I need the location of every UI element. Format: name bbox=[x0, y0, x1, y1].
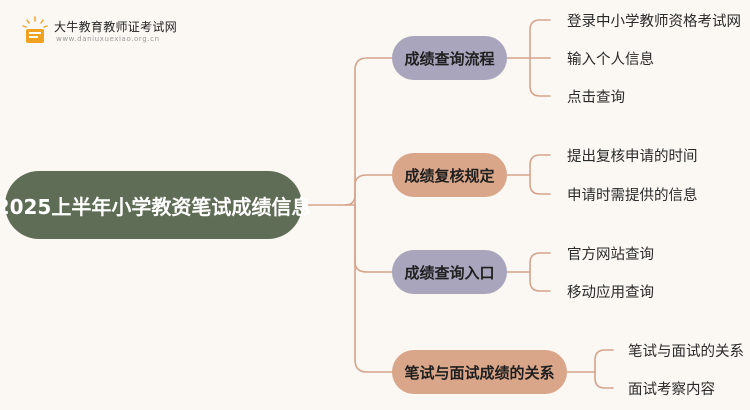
branch-written-interview-relation[interactable]: 笔试与面试成绩的关系 bbox=[392, 350, 567, 394]
leaf-review-info[interactable]: 申请时需提供的信息 bbox=[567, 188, 698, 204]
leaf-enter-info[interactable]: 输入个人信息 bbox=[567, 52, 654, 68]
spine-vertical bbox=[339, 57, 393, 206]
leaf-interview-content[interactable]: 面试考察内容 bbox=[628, 382, 715, 398]
root-topic[interactable]: 2025上半年小学教资笔试成绩信息 bbox=[0, 171, 311, 239]
branch-score-review-rules[interactable]: 成绩复核规定 bbox=[392, 153, 507, 197]
leaf-click-query[interactable]: 点击查询 bbox=[567, 90, 625, 106]
leaf-login-website[interactable]: 登录中小学教师资格考试网 bbox=[567, 14, 741, 30]
branch-score-query-process[interactable]: 成绩查询流程 bbox=[392, 36, 507, 80]
branch-score-query-entry[interactable]: 成绩查询入口 bbox=[392, 250, 507, 294]
leaf-official-site[interactable]: 官方网站查询 bbox=[567, 247, 654, 263]
site-logo[interactable]: 大牛教育教师证考试网 www.daniuxuexiao.org.cn bbox=[20, 15, 210, 51]
book-cap-icon bbox=[22, 16, 48, 43]
leaf-mobile-app[interactable]: 移动应用查询 bbox=[567, 285, 654, 301]
site-url: www.daniuxuexiao.org.cn bbox=[56, 35, 160, 43]
leaf-review-time[interactable]: 提出复核申请的时间 bbox=[567, 149, 698, 165]
leaf-written-interview-relation[interactable]: 笔试与面试的关系 bbox=[628, 344, 744, 360]
site-name: 大牛教育教师证考试网 bbox=[54, 20, 178, 34]
